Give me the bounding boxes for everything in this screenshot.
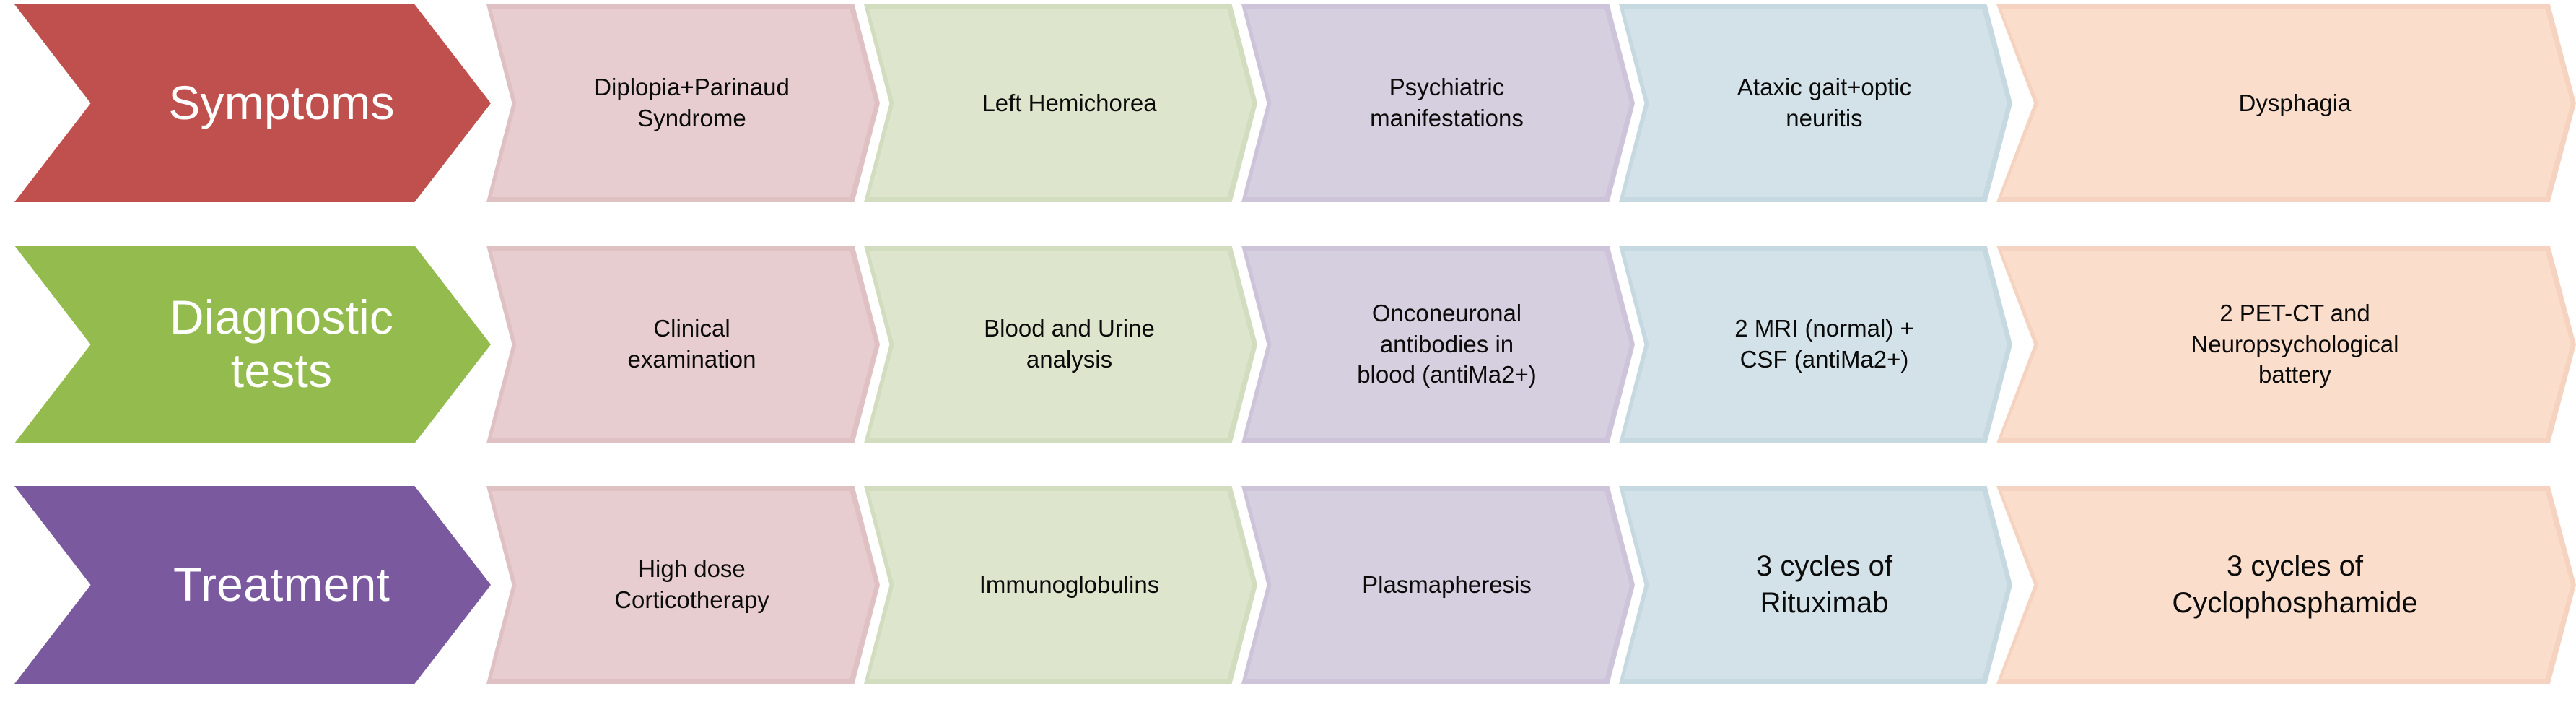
step-label: Onconeuronal antibodies in blood (antiMa… (1357, 299, 1537, 388)
step-label: Diplopia+Parinaud Syndrome (594, 74, 790, 131)
row-symptoms: Symptoms Diplopia+Parinaud Syndrome Left… (0, 4, 2576, 202)
step-treatment-4[interactable]: 3 cycles of Rituximab (1619, 486, 2012, 684)
step-label: High dose Corticotherapy (614, 555, 769, 613)
step-label: Psychiatric manifestations (1370, 74, 1524, 131)
step-label: 2 MRI (normal) + CSF (antiMa2+) (1734, 315, 1914, 373)
step-label: Clinical examination (627, 315, 756, 373)
step-label: 3 cycles of Rituximab (1756, 550, 1892, 619)
step-label: Immunoglobulins (979, 570, 1160, 598)
step-label: Plasmapheresis (1362, 570, 1532, 598)
row-treatment: Treatment High dose Corticotherapy Immun… (0, 486, 2576, 684)
step-label: Blood and Urine analysis (984, 315, 1155, 373)
header-chevron-treatment[interactable]: Treatment (14, 486, 491, 684)
step-label: 3 cycles of Cyclophosphamide (2172, 550, 2418, 619)
step-symptoms-3[interactable]: Psychiatric manifestations (1241, 4, 1635, 202)
steps-symptoms: Diplopia+Parinaud Syndrome Left Hemichor… (486, 4, 2576, 202)
step-diagnostic-1[interactable]: Clinical examination (486, 246, 880, 443)
row-diagnostic-tests: Diagnostic tests Clinical examination Bl… (0, 246, 2576, 443)
header-chevron-diagnostic-tests[interactable]: Diagnostic tests (14, 246, 491, 443)
step-symptoms-4[interactable]: Ataxic gait+optic neuritis (1619, 4, 2012, 202)
step-symptoms-2[interactable]: Left Hemichorea (864, 4, 1257, 202)
step-treatment-5[interactable]: 3 cycles of Cyclophosphamide (1996, 486, 2576, 684)
steps-diagnostic-tests: Clinical examination Blood and Urine ana… (486, 246, 2576, 443)
header-label-treatment: Treatment (173, 557, 390, 612)
step-symptoms-1[interactable]: Diplopia+Parinaud Syndrome (486, 4, 880, 202)
step-diagnostic-2[interactable]: Blood and Urine analysis (864, 246, 1257, 443)
step-diagnostic-5[interactable]: 2 PET-CT and Neuropsychological battery (1996, 246, 2576, 443)
header-chevron-symptoms[interactable]: Symptoms (14, 4, 491, 202)
step-label: Ataxic gait+optic neuritis (1737, 74, 1912, 131)
step-symptoms-5[interactable]: Dysphagia (1996, 4, 2576, 202)
step-diagnostic-4[interactable]: 2 MRI (normal) + CSF (antiMa2+) (1619, 246, 2012, 443)
step-treatment-3[interactable]: Plasmapheresis (1241, 486, 1635, 684)
step-label: 2 PET-CT and Neuropsychological battery (2191, 299, 2399, 388)
step-diagnostic-3[interactable]: Onconeuronal antibodies in blood (antiMa… (1241, 246, 1635, 443)
step-treatment-1[interactable]: High dose Corticotherapy (486, 486, 880, 684)
step-label: Dysphagia (2238, 89, 2352, 116)
header-label-diagnostic-tests: Diagnostic tests (169, 290, 394, 397)
step-label: Left Hemichorea (982, 89, 1157, 116)
steps-treatment: High dose Corticotherapy Immunoglobulins… (486, 486, 2576, 684)
step-treatment-2[interactable]: Immunoglobulins (864, 486, 1257, 684)
header-label-symptoms: Symptoms (168, 76, 395, 130)
